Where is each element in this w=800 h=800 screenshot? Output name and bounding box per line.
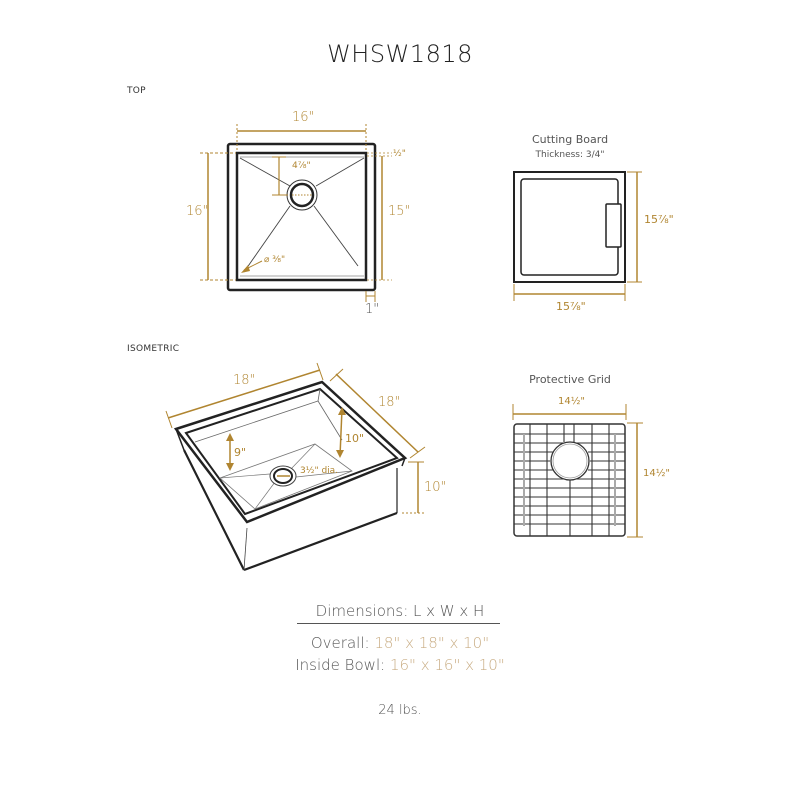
protective-grid-width-label: 14½": [558, 396, 586, 407]
top-height-label: 16": [186, 204, 209, 219]
inside-bowl-dimensions: Inside Bowl: 16" x 16" x 10": [0, 656, 800, 674]
overall-label: Overall:: [310, 634, 370, 652]
iso-height-label: 10": [424, 480, 447, 495]
top-drain-offset-label: 4⅞": [292, 161, 311, 171]
cutting-board-height-label: 15⅞": [644, 213, 674, 226]
protective-grid-height-label: 14½": [643, 468, 671, 479]
iso-drain-label: 3½" dia.: [300, 466, 339, 476]
inside-bowl-label: Inside Bowl:: [295, 656, 386, 674]
page-title: WHSW1818: [327, 40, 473, 68]
top-corner-radius-label: ⌀ ⅜": [264, 255, 286, 265]
protective-grid-title: Protective Grid: [529, 373, 611, 386]
iso-width-label: 18": [378, 395, 401, 410]
section-label-top: TOP: [127, 86, 146, 96]
dimensions-heading: Dimensions: L x W x H: [315, 602, 485, 620]
top-width-label: 16": [292, 110, 315, 125]
iso-inner-depth-back-label: 10": [345, 432, 365, 445]
overall-dimensions: Overall: 18" x 18" x 10": [0, 634, 800, 652]
iso-length-label: 18": [233, 373, 256, 388]
cutting-board-width-label: 15⅞": [556, 300, 586, 313]
iso-inner-depth-front-label: 9": [234, 446, 247, 459]
top-flange-label: 1": [365, 302, 380, 317]
top-inner-height-label: 15": [388, 204, 411, 219]
weight: 24 lbs.: [378, 703, 422, 718]
top-rim-label: ½": [393, 149, 406, 159]
inside-bowl-value: 16" x 16" x 10": [389, 656, 505, 674]
section-label-isometric: ISOMETRIC: [127, 344, 180, 354]
overall-value: 18" x 18" x 10": [374, 634, 490, 652]
summary-divider: [297, 623, 500, 624]
cutting-board-title: Cutting Board: [531, 133, 609, 146]
cutting-board-thickness: Thickness: 3/4": [535, 150, 605, 160]
